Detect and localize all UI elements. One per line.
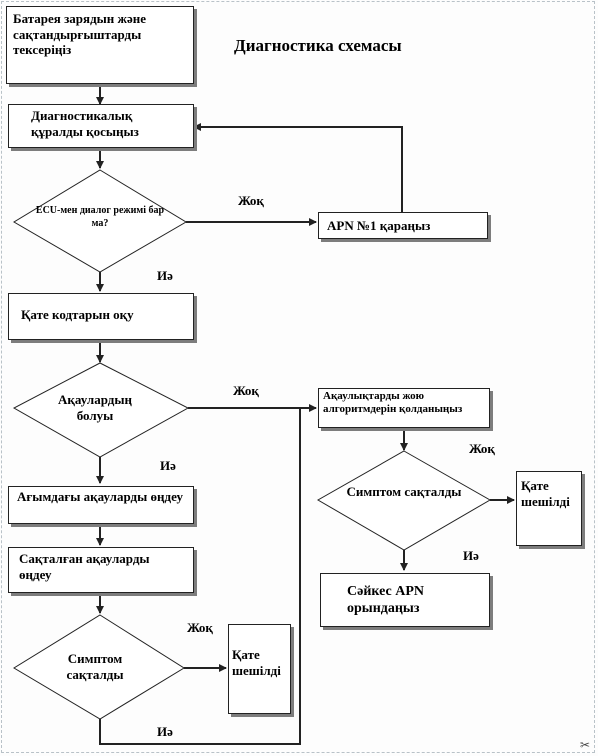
scissors-icon: ✂ xyxy=(580,738,591,752)
node-ecu-dialog-label: ECU-мен диалог режимі бар ма? xyxy=(35,205,165,229)
edge-label-no-faults: Жоқ xyxy=(233,383,259,398)
node-symptom-right-label: Симптом сақталды xyxy=(346,484,462,499)
node-stored-faults: Сақталған ақауларды өңдеу xyxy=(8,547,194,593)
edge-label-yes-symptom-left: Иә xyxy=(157,724,173,739)
node-check-battery: Батарея зарядын және сақтандырғыштарды т… xyxy=(6,6,194,84)
edge-label-yes-faults: Иә xyxy=(160,458,176,473)
edge-label-yes-ecu: Иә xyxy=(157,268,173,283)
decision-symptom-left xyxy=(13,614,185,720)
edge-symptom-left-yes xyxy=(99,408,301,745)
edge-apn1-loop xyxy=(193,123,403,212)
node-resolved-right: Қате шешілді xyxy=(516,471,582,546)
node-see-apn1: APN №1 қараңыз xyxy=(318,212,488,239)
decision-symptom-right xyxy=(316,450,492,551)
edge-label-yes-symptom-right: Иә xyxy=(463,548,479,563)
decision-faults-present xyxy=(12,362,190,458)
node-apply-algorithms: Ақаулықтарды жою алгоритмдерін қолданыңы… xyxy=(318,388,490,428)
diagram-title: Диагностика схемасы xyxy=(234,36,402,55)
edge-label-no-symptom-left: Жоқ xyxy=(187,620,213,635)
node-current-faults: Ағымдағы ақауларды өңдеу xyxy=(8,486,194,524)
node-run-matching-apn: Сәйкес APN орындаңыз xyxy=(320,573,490,627)
node-symptom-left-label: Симптом сақталды xyxy=(66,651,124,683)
node-read-codes: Қате кодтарын оқу xyxy=(8,293,194,340)
decision-ecu-dialog xyxy=(13,169,187,273)
node-resolved-left: Қате шешілді xyxy=(228,624,291,714)
node-faults-present-label: Ақаулардың болуы xyxy=(58,392,132,424)
edge-label-no-symptom-right: Жоқ xyxy=(469,441,495,456)
node-connect-tool: Диагностикалық құралды қосыңыз xyxy=(8,104,194,148)
edge-label-no-ecu: Жоқ xyxy=(238,193,264,208)
